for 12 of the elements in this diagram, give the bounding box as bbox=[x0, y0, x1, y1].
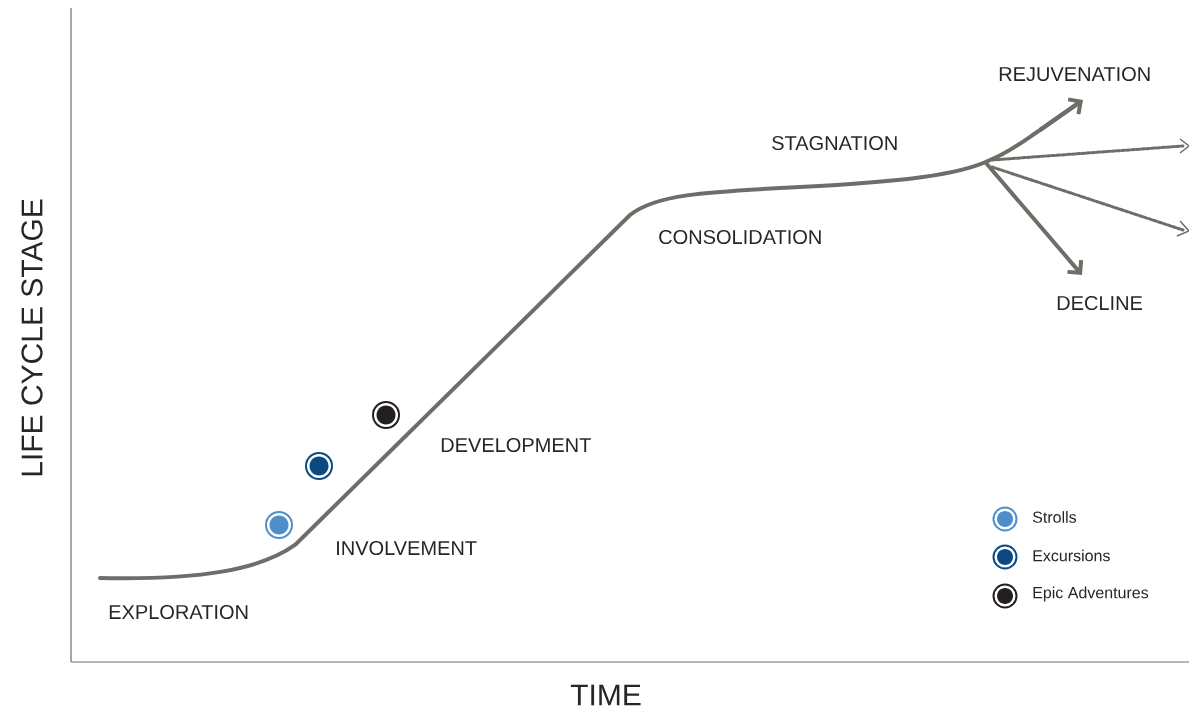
legend-label: Strolls bbox=[1032, 511, 1077, 523]
stage-label: REJUVENATION bbox=[999, 66, 1150, 82]
legend-label: Excursions bbox=[1033, 549, 1110, 562]
legend-label: Epic Adventures bbox=[1033, 586, 1149, 602]
stage-label: INVOLVEMENT bbox=[337, 540, 477, 556]
stage-label: DEVELOPMENT bbox=[441, 437, 591, 453]
stage-label: EXPLORATION bbox=[109, 604, 248, 620]
stage-label: CONSOLIDATION bbox=[659, 229, 821, 245]
axis-title: LIFE CYCLE STAGE bbox=[21, 199, 43, 476]
stage-label: DECLINE bbox=[1057, 295, 1143, 311]
stage-label: STAGNATION bbox=[772, 135, 897, 151]
axis-title: TIME bbox=[570, 684, 641, 706]
